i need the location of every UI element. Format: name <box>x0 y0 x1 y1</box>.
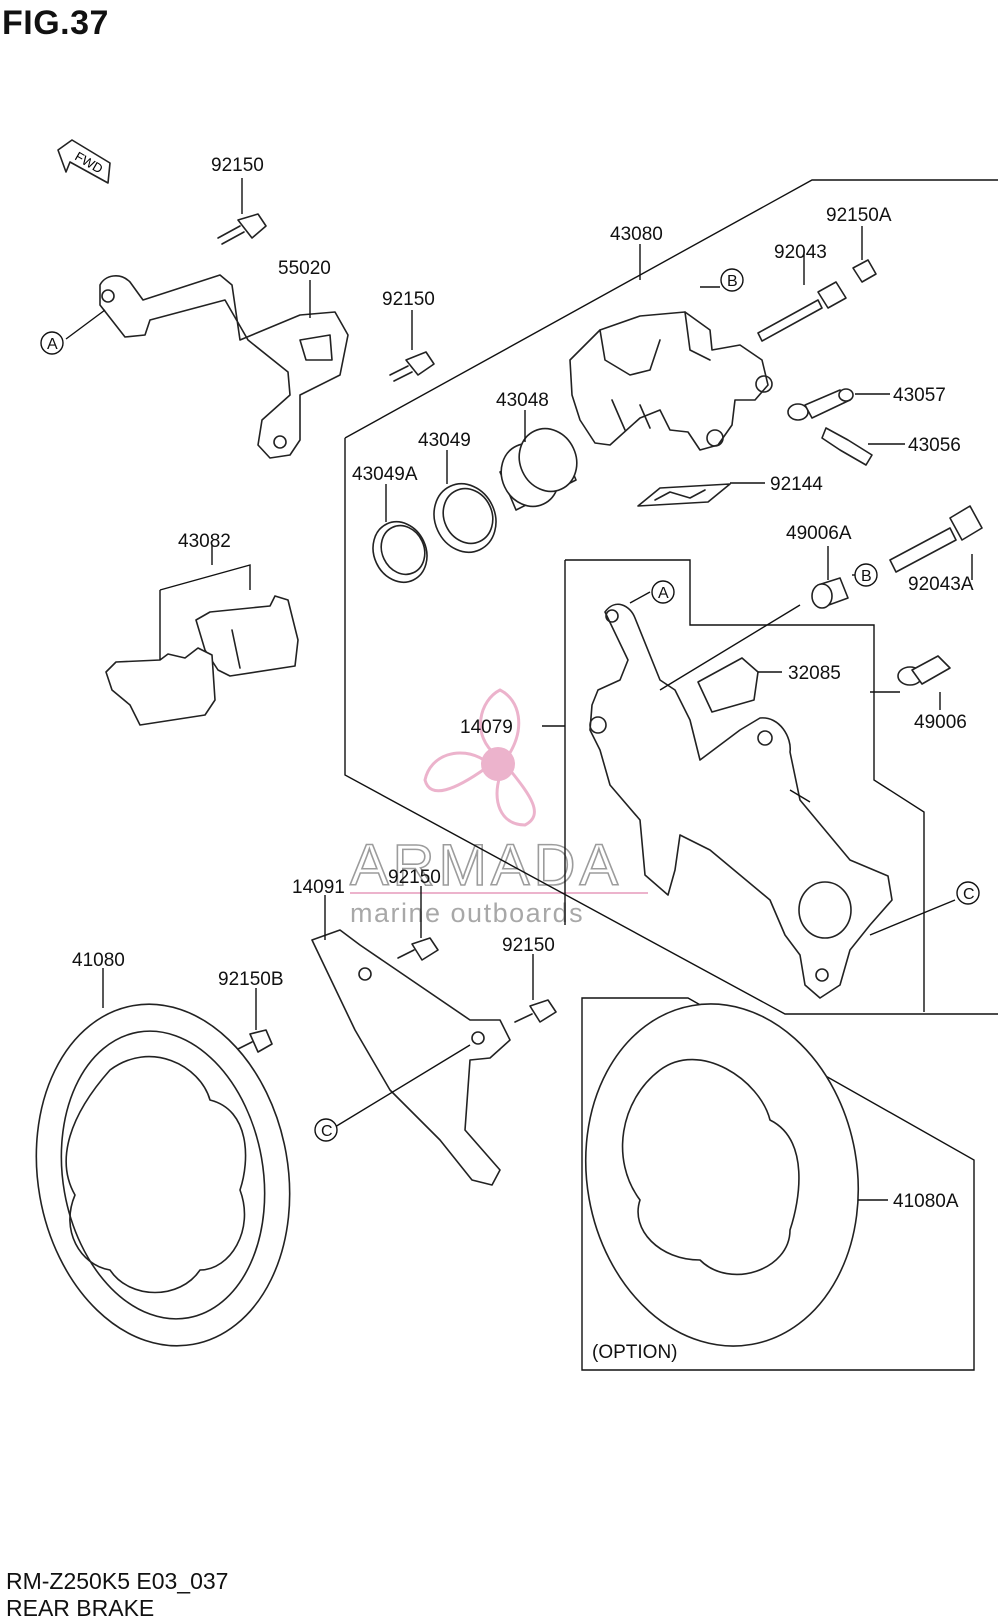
piston-43048 <box>499 427 578 511</box>
label-92150-mid: 92150 <box>382 289 435 310</box>
svg-text:A: A <box>658 585 669 602</box>
bleeder-43056 <box>821 427 873 466</box>
svg-text:C: C <box>963 886 975 903</box>
bushing-49006A <box>811 577 849 609</box>
bolt-92150B <box>235 1029 273 1053</box>
label-55020: 55020 <box>278 258 331 279</box>
watermark-tagline: marine outboards <box>350 898 584 928</box>
label-92150-low1: 92150 <box>388 867 441 888</box>
caliper-bracket-outline <box>565 559 925 1012</box>
figure-title: FIG.37 <box>2 4 109 42</box>
label-43048: 43048 <box>496 390 549 411</box>
brake-disc-41080A <box>584 1003 860 1347</box>
seal-43049 <box>433 483 497 553</box>
label-43049: 43049 <box>418 430 471 451</box>
brake-pads-43082 <box>105 595 299 726</box>
model-code: RM-Z250K5 E03_037 <box>6 1568 229 1594</box>
bolt-49006 <box>897 655 951 686</box>
option-disc-outline <box>581 997 975 1371</box>
cap-43057 <box>787 388 854 421</box>
bolt-92150-top <box>217 213 267 245</box>
spring-92144 <box>637 483 731 507</box>
label-43056: 43056 <box>908 435 961 456</box>
label-92043: 92043 <box>774 242 827 263</box>
svg-text:A: A <box>47 336 58 353</box>
fwd-arrow-icon: FWD <box>57 139 111 184</box>
section-title: REAR BRAKE <box>6 1595 155 1621</box>
part-labels: 92150 55020 92150 43080 92150A 92043 430… <box>72 155 974 1363</box>
leader-lines <box>65 178 973 1201</box>
label-92150-low2: 92150 <box>502 935 555 956</box>
label-43049A: 43049A <box>352 464 418 485</box>
option-label: (OPTION) <box>592 1342 678 1363</box>
label-43080: 43080 <box>610 224 663 245</box>
ref-a-bracket: A <box>651 580 675 604</box>
bolt-92150-low2 <box>514 999 557 1023</box>
label-41080A: 41080A <box>893 1191 959 1212</box>
label-92150B: 92150B <box>218 969 284 990</box>
ref-c-guard: C <box>314 1118 338 1142</box>
label-32085: 32085 <box>788 663 841 684</box>
label-49006A: 49006A <box>786 523 852 544</box>
svg-text:B: B <box>727 273 738 290</box>
propeller-logo-icon <box>423 688 536 827</box>
pin-92043A <box>889 505 983 573</box>
label-43082: 43082 <box>178 531 231 552</box>
pin-92043 <box>757 281 847 342</box>
bolt-92150-mid <box>389 351 435 382</box>
plug-92150A <box>852 259 877 283</box>
seal-43049A <box>372 521 428 583</box>
ref-b-top: B <box>720 268 744 292</box>
label-92043A: 92043A <box>908 574 974 595</box>
label-92144: 92144 <box>770 474 823 495</box>
group-outlines <box>344 179 998 1371</box>
label-49006: 49006 <box>914 712 967 733</box>
label-92150-top: 92150 <box>211 155 264 176</box>
bolt-92150-low1 <box>397 937 439 961</box>
ref-c-right: C <box>956 881 980 905</box>
svg-text:B: B <box>861 568 872 585</box>
label-43057: 43057 <box>893 385 946 406</box>
label-14091: 14091 <box>292 877 345 898</box>
watermark-brand: ARMADA <box>350 833 622 898</box>
watermark: ARMADA marine outboards <box>349 688 648 928</box>
ref-b-right: B <box>854 563 878 587</box>
caliper-bracket-14079 <box>589 603 893 999</box>
brake-pedal-55020 <box>99 274 349 459</box>
label-41080: 41080 <box>72 950 125 971</box>
brake-disc-41080 <box>35 1003 291 1347</box>
label-92150A: 92150A <box>826 205 892 226</box>
caliper-43080 <box>569 311 773 451</box>
disc-guard-14091 <box>311 929 511 1186</box>
label-14079: 14079 <box>460 717 513 738</box>
pad-spring-32085 <box>697 657 759 713</box>
svg-text:C: C <box>321 1123 333 1140</box>
ref-a-left: A <box>40 331 64 355</box>
